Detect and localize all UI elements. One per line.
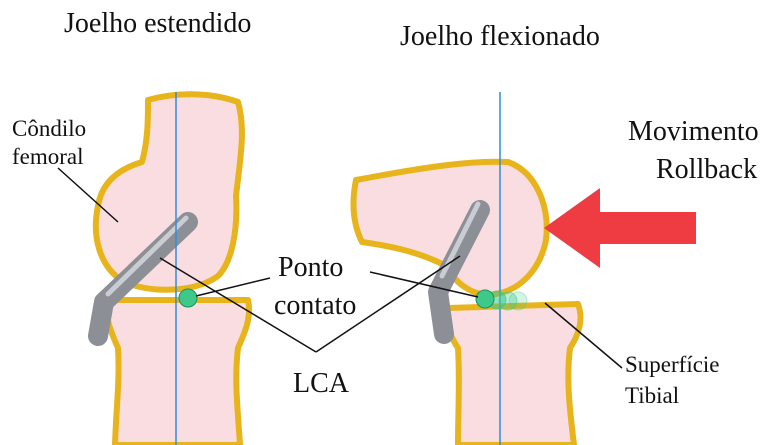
title-extended: Joelho estendido xyxy=(64,8,251,39)
label-tibial-line1: Superfície xyxy=(625,352,720,377)
label-movement-line2: Rollback xyxy=(656,154,757,185)
label-condyle-line1: Côndilo xyxy=(12,116,86,141)
tibia-left xyxy=(107,300,249,445)
label-tibial-line2: Tibial xyxy=(625,383,679,408)
label-contact-line2: contato xyxy=(274,290,356,321)
flexed-knee xyxy=(354,92,581,445)
contact-point-right xyxy=(476,290,494,308)
label-lca: LCA xyxy=(293,368,350,399)
contact-point-left xyxy=(179,289,197,307)
tibia-right xyxy=(447,304,581,445)
label-condyle-line2: femoral xyxy=(12,144,84,169)
label-movement-line1: Movimento xyxy=(628,116,759,147)
title-flexed: Joelho flexionado xyxy=(400,21,600,52)
red-left-arrow-icon xyxy=(544,188,696,268)
femur-left xyxy=(96,94,242,289)
label-contact-line1: Ponto xyxy=(278,252,343,283)
extended-knee xyxy=(96,92,249,445)
